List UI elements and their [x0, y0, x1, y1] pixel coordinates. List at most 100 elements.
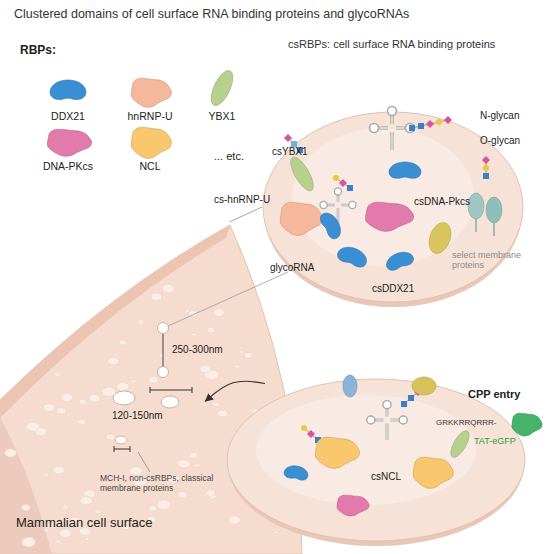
dimension-tick	[192, 387, 193, 393]
protein-stalk	[475, 214, 476, 232]
csddx21-protein	[389, 162, 421, 178]
rna-stem-core	[387, 424, 388, 440]
glycan-diamond	[339, 179, 347, 187]
surface-pit	[22, 505, 31, 511]
glycorna-symbol	[320, 188, 356, 223]
glycan-link	[304, 428, 318, 440]
disc-face	[263, 112, 523, 302]
arrow-connector	[205, 381, 265, 401]
glycan-diamond	[414, 388, 422, 396]
dimension-tick	[150, 387, 151, 393]
glycan-link	[404, 386, 425, 404]
surface-pit	[89, 394, 100, 402]
legend-label: NCL	[105, 160, 195, 172]
disc-heading: csRBPs: cell surface RNA binding protein…	[288, 38, 550, 51]
rna-loop	[334, 188, 341, 195]
csddx21-protein	[284, 466, 308, 480]
rna-stem-core	[338, 208, 339, 222]
node-outline	[226, 375, 526, 545]
csddx21-protein	[386, 252, 413, 270]
dimension-tick	[130, 446, 131, 452]
csddx21-protein	[338, 247, 367, 267]
domain-oval	[115, 436, 127, 444]
surface-pit	[137, 320, 144, 325]
surface-pit	[102, 387, 116, 397]
glycan-square	[409, 125, 415, 131]
annotation-label: O-glycan	[480, 135, 520, 147]
legend-label: DDX21	[23, 110, 113, 122]
annotation-label: select membrane proteins	[452, 250, 522, 271]
rna-stem-core	[392, 115, 393, 124]
glycan-square	[315, 437, 321, 443]
annotation-label: MCH-I, non-csRBPs, classical membrane pr…	[100, 474, 228, 494]
surface-pit	[106, 434, 115, 440]
annotation-label: ... etc.	[214, 150, 244, 163]
rna-stem-core	[396, 128, 406, 129]
membrane-protein	[468, 193, 484, 219]
rna-stem	[378, 126, 388, 129]
annotation-label: N-glycan	[480, 110, 519, 122]
surface-pit	[218, 410, 228, 417]
rna-loop	[320, 201, 327, 208]
rna-loop	[388, 107, 397, 116]
legend-swatch	[131, 127, 171, 158]
surface-pit	[229, 516, 241, 524]
glycan-square	[408, 395, 414, 401]
surface-pit	[78, 419, 86, 424]
dimension-tick	[114, 446, 115, 452]
disc-highlight	[292, 128, 474, 266]
rna-stem	[337, 208, 340, 222]
legend-swatch	[211, 70, 233, 105]
surface-pit	[157, 500, 171, 510]
surface-pit	[95, 510, 101, 514]
csddx21-protein	[320, 213, 340, 239]
membrane-protein	[412, 377, 436, 395]
rna-stem	[386, 408, 389, 416]
surface-pit	[44, 473, 49, 476]
surface-pit	[159, 353, 165, 357]
legend-swatch	[50, 80, 86, 100]
glycorna-symbol	[367, 401, 408, 440]
surface-pit	[61, 393, 73, 401]
glycan-circle	[436, 119, 442, 125]
glycan-chain	[301, 425, 321, 443]
surface-pit	[151, 293, 162, 301]
glycan-chain	[333, 175, 353, 191]
rna-loop	[406, 124, 415, 133]
surface-pit	[274, 531, 278, 534]
surface-pit	[213, 309, 224, 317]
surface-pit	[200, 365, 211, 372]
surface-pit	[189, 452, 197, 458]
surface-pit	[239, 351, 244, 354]
glycan-link	[486, 160, 487, 176]
glycan-circle	[483, 165, 489, 171]
domain-oval	[113, 391, 135, 405]
glycan-chain	[482, 156, 490, 179]
annotation-label: TAT-eGFP	[474, 436, 516, 446]
glycan-circle	[422, 383, 428, 389]
annotation-label: cs-hnRNP-U	[214, 194, 270, 206]
leader-line	[138, 452, 150, 472]
region-label: Mammalian cell surface	[16, 516, 246, 531]
protein-stalk	[493, 218, 494, 236]
glycan-diamond	[444, 116, 452, 124]
zoom-line	[168, 272, 288, 326]
csybx1-protein	[291, 157, 314, 191]
surface-pit	[149, 505, 157, 511]
surface-pit	[5, 449, 17, 457]
legend-label: YBX1	[177, 110, 267, 122]
annotation-label: csYBX1	[272, 146, 308, 158]
surface-pit	[26, 422, 39, 431]
surface-pit	[53, 466, 64, 474]
surface-pit	[108, 357, 119, 365]
rna-stem	[390, 132, 393, 150]
csncl-protein	[413, 457, 453, 488]
glycan-square	[418, 123, 424, 129]
domain-marker	[158, 367, 169, 378]
csybx1-protein	[451, 431, 469, 458]
membrane-protein	[486, 197, 502, 223]
rna-loop	[370, 124, 379, 133]
annotation-label: 120-150nm	[112, 410, 163, 422]
dimension-line	[163, 333, 164, 367]
